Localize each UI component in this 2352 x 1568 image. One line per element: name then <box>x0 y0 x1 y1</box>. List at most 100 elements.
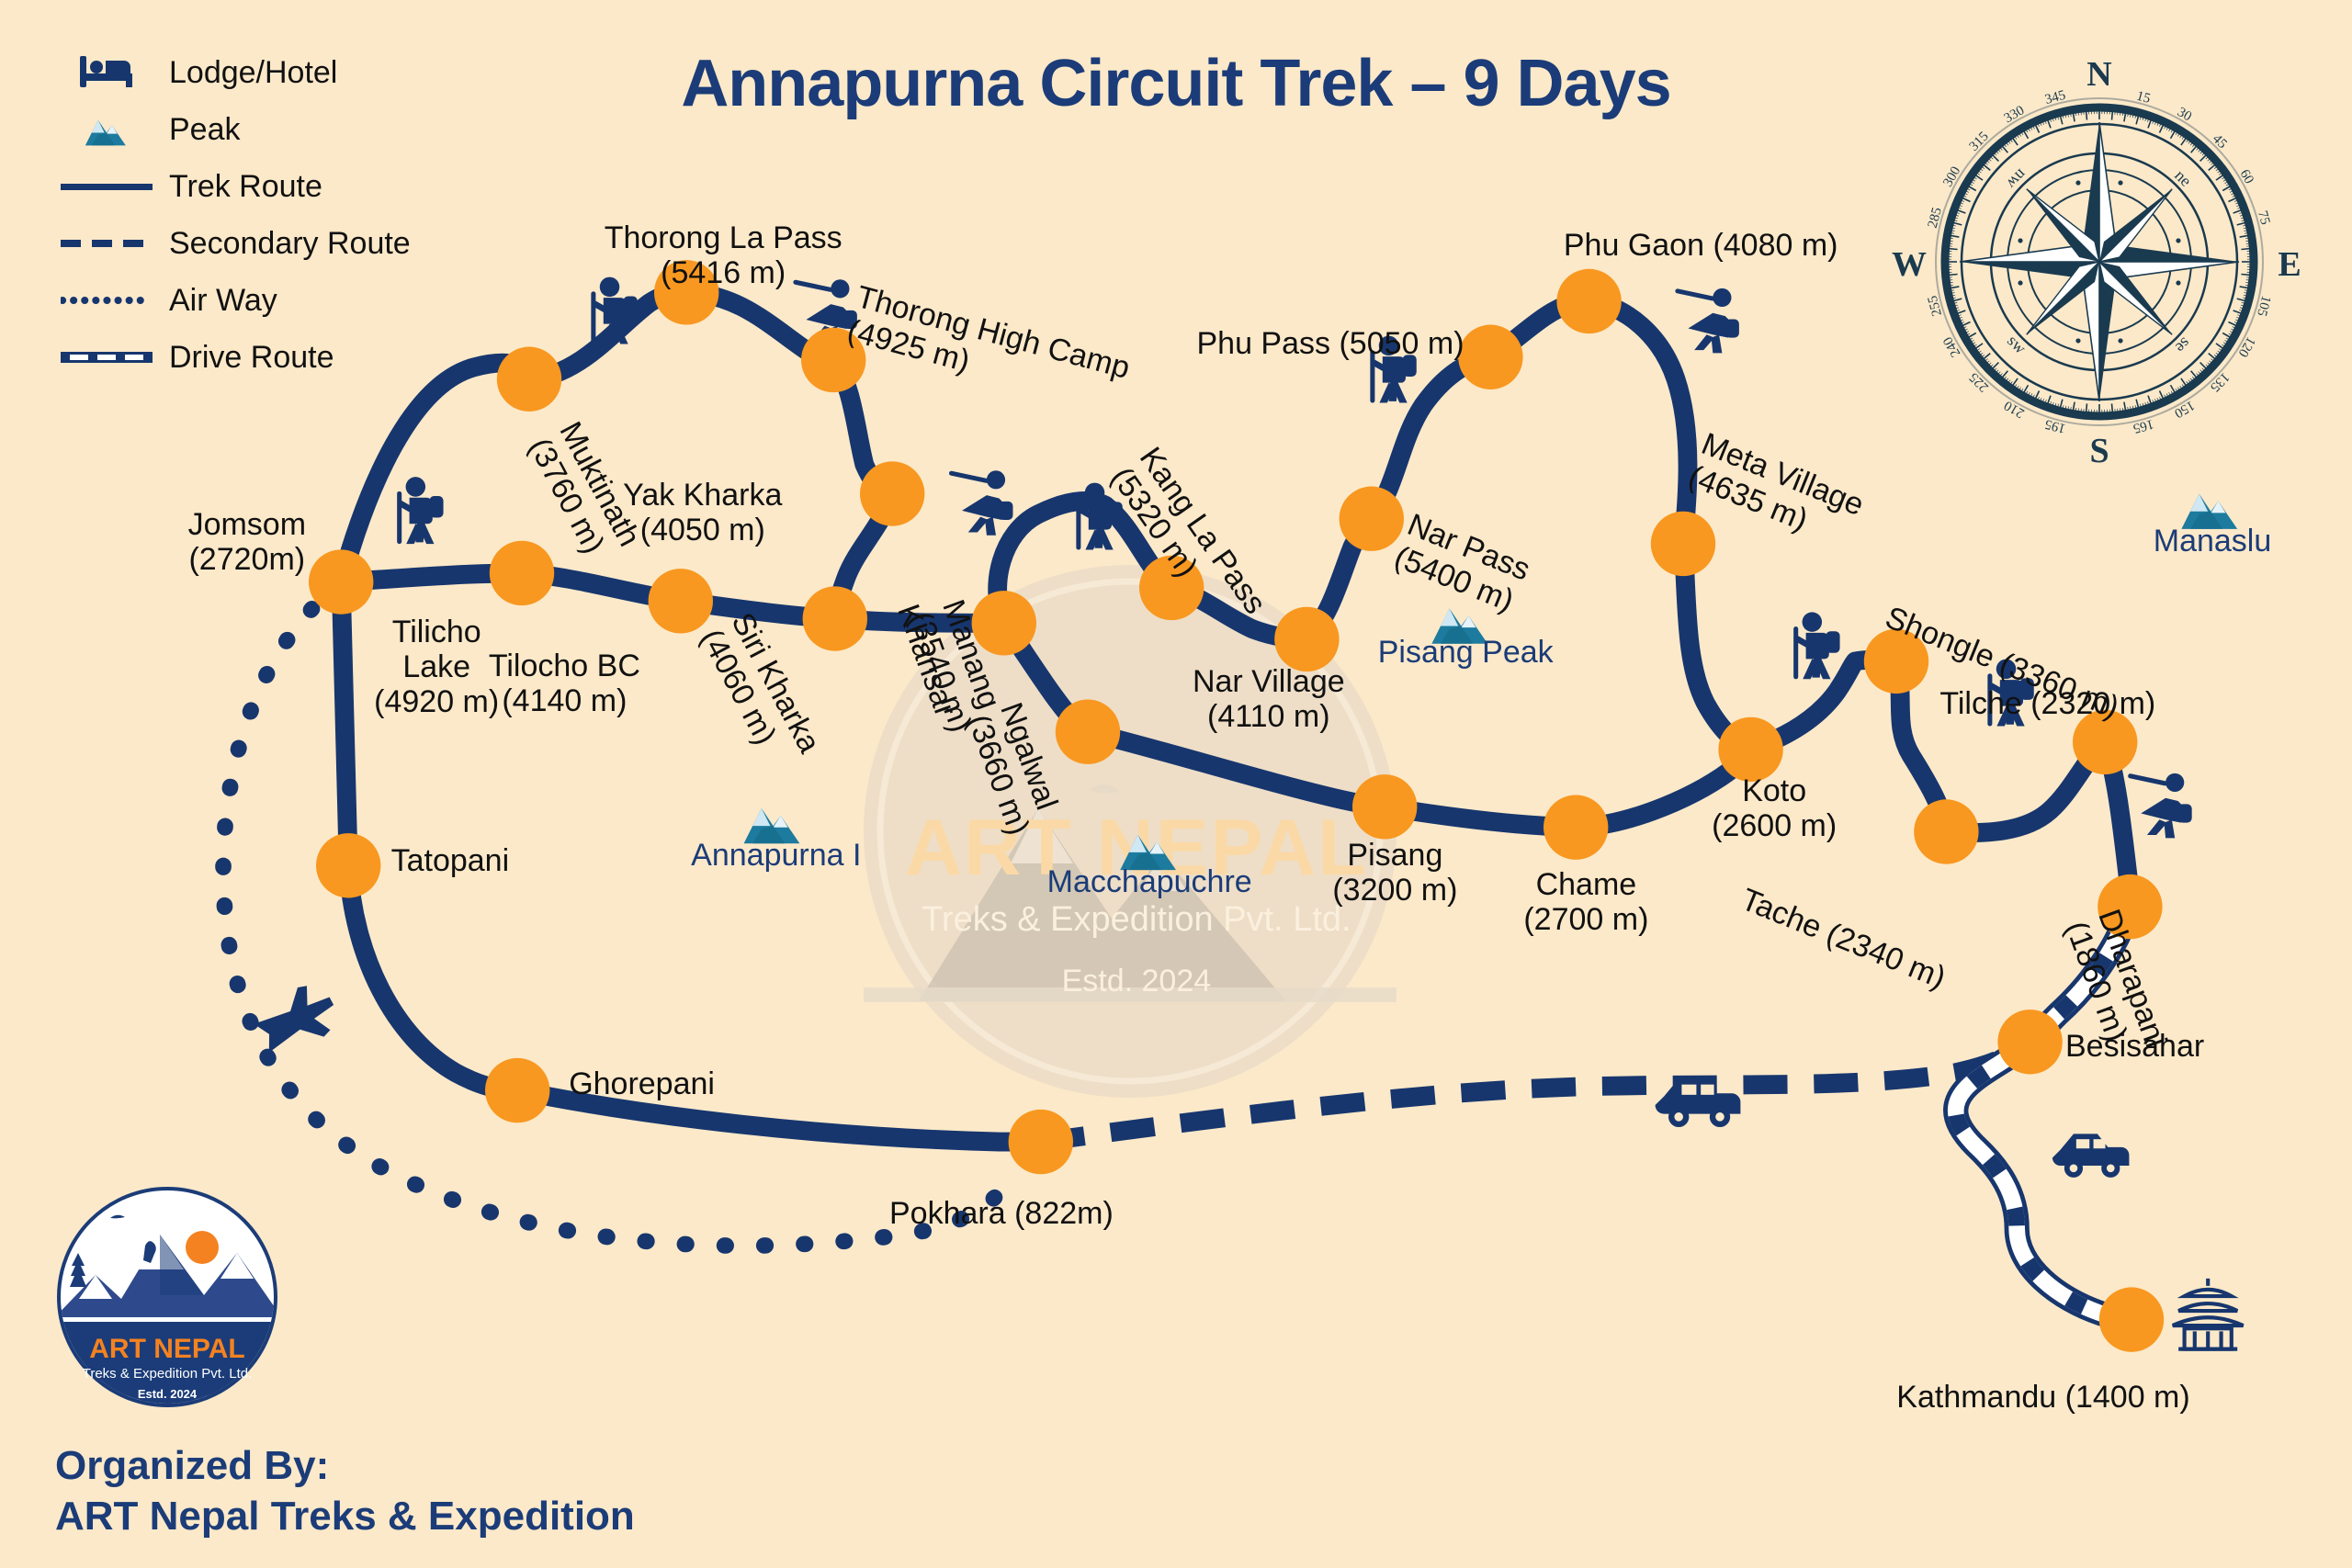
compass-tick <box>2134 405 2137 412</box>
stop-node-nar-pass[interactable] <box>1339 486 1404 551</box>
compass-tick <box>2239 210 2245 214</box>
compass-tick <box>2170 126 2175 133</box>
stop-node-meta-village[interactable] <box>1650 511 1716 577</box>
legend-item-lodge[interactable]: Lodge/Hotel <box>55 44 411 101</box>
compass-tick <box>2121 109 2124 117</box>
compass-tick <box>2222 175 2228 180</box>
stop-node-phu-pass[interactable] <box>1458 324 1523 389</box>
compass-tick <box>2024 126 2029 133</box>
stop-label-jomsom: Jomsom (2720m) <box>187 506 307 577</box>
legend-item-air-way[interactable]: Air Way <box>55 272 411 329</box>
stop-label-tilocho-bc: Tilocho BC (4140 m) <box>488 648 640 718</box>
compass-tick <box>2180 134 2189 146</box>
stop-node-tilocho-bc[interactable] <box>648 569 713 634</box>
compass-tick <box>2229 188 2236 193</box>
compass-degree-30: 30 <box>2175 105 2194 124</box>
stop-node-yak-kharka[interactable] <box>860 461 925 526</box>
stop-node-shongle[interactable] <box>1863 628 1929 694</box>
stop-node-pisang[interactable] <box>1352 774 1418 840</box>
stop-node-thorong-high-camp[interactable] <box>801 327 866 393</box>
compass-dot <box>2118 338 2123 344</box>
compass-south: S <box>2089 432 2109 470</box>
compass-tick <box>1962 191 1968 196</box>
compass-tick <box>2039 398 2042 404</box>
compass-tick <box>2239 286 2252 289</box>
compass-tick <box>2117 408 2119 415</box>
stop-node-dharapani[interactable] <box>2098 874 2163 940</box>
stop-node-khansar[interactable] <box>971 591 1036 656</box>
stop-node-phu-gaon[interactable] <box>1556 268 1622 334</box>
compass-tick <box>2152 118 2155 124</box>
compass-tick <box>2048 401 2052 408</box>
compass-tick <box>2236 203 2243 208</box>
compass-degree-240: 240 <box>1940 334 1963 359</box>
compass-tick <box>2110 107 2114 120</box>
stop-node-nar-village[interactable] <box>1274 606 1340 672</box>
compass-tick <box>2130 110 2132 118</box>
compass-tick <box>1980 353 1991 362</box>
stop-node-ngalwal[interactable] <box>1055 699 1121 764</box>
compass-tick <box>2002 141 2007 148</box>
compass-tick <box>1956 316 1962 321</box>
compass-tick <box>2211 160 2217 165</box>
stop-node-kang-la-pass[interactable] <box>1139 555 1204 621</box>
stop-node-ghorepani[interactable] <box>485 1057 550 1123</box>
secondary-route-path <box>1039 1033 2036 1152</box>
stop-node-tatopani[interactable] <box>316 833 381 898</box>
stop-node-muktinath[interactable] <box>496 346 562 412</box>
compass-tick <box>2217 350 2223 355</box>
compass-tick <box>2056 403 2059 411</box>
legend-item-peak[interactable]: Peak <box>55 101 411 158</box>
compass-tick <box>1977 352 1984 357</box>
compass-tick <box>2181 133 2187 140</box>
compass-tick <box>2225 337 2233 342</box>
compass-tick <box>2237 206 2244 209</box>
compass-tick <box>2199 148 2205 154</box>
compass-tick <box>1953 310 1960 313</box>
stop-node-besisahar[interactable] <box>1997 1010 2063 1075</box>
compass-tick <box>2033 121 2041 133</box>
compass-tick <box>1948 231 1955 234</box>
compass-tick <box>1959 321 1971 328</box>
stop-node-koto[interactable] <box>1718 716 1783 783</box>
stop-node-tilche[interactable] <box>2073 709 2138 775</box>
stop-node-kathmandu[interactable] <box>2098 1287 2165 1352</box>
compass-tick <box>1956 203 1962 208</box>
compass-tick <box>2007 381 2013 388</box>
stop-node-siri-kharka[interactable] <box>802 586 867 651</box>
compass-tick <box>2244 292 2251 295</box>
legend-item-trek-route[interactable]: Trek Route <box>55 158 411 215</box>
compass-tick <box>2077 408 2079 415</box>
compass-tick <box>1972 172 1984 181</box>
compass-tick <box>2053 402 2057 410</box>
compass-tick <box>2175 388 2179 395</box>
compass-tick <box>2232 194 2239 197</box>
stop-node-chame[interactable] <box>1544 795 1609 860</box>
compass-tick <box>2207 362 2213 367</box>
brand-logo[interactable]: ART NEPAL Treks & Expedition Pvt. Ltd. E… <box>57 1187 277 1407</box>
legend-item-drive-route[interactable]: Drive Route <box>55 329 411 386</box>
stop-label-koto: Koto (2600 m) <box>1712 773 1838 843</box>
compass-tick <box>2152 400 2155 406</box>
stop-node-tache[interactable] <box>1914 799 1979 864</box>
compass-tick <box>2064 405 2067 412</box>
compass-tick <box>2217 168 2223 174</box>
compass-tick <box>2205 364 2211 369</box>
stop-node-pokhara[interactable] <box>1008 1109 1073 1175</box>
stop-node-thorong-la-pass[interactable] <box>654 260 719 325</box>
legend-item-secondary-route[interactable]: Secondary Route <box>55 215 411 272</box>
compass-tick <box>2233 321 2241 325</box>
stop-node-jomsom[interactable] <box>309 549 374 615</box>
compass-tick <box>2029 393 2033 400</box>
compass-tick <box>2017 387 2021 393</box>
compass-tick <box>2006 379 2011 386</box>
compass-tick <box>2245 279 2253 281</box>
compass-tick <box>1947 237 1954 240</box>
compass-degree-165: 165 <box>2132 416 2155 435</box>
stop-node-tilicho-lake[interactable] <box>489 540 555 606</box>
compass-tick <box>2045 116 2052 129</box>
compass-tick <box>1997 144 2003 151</box>
compass-degree-60: 60 <box>2237 167 2256 186</box>
compass-dot <box>2075 180 2081 186</box>
